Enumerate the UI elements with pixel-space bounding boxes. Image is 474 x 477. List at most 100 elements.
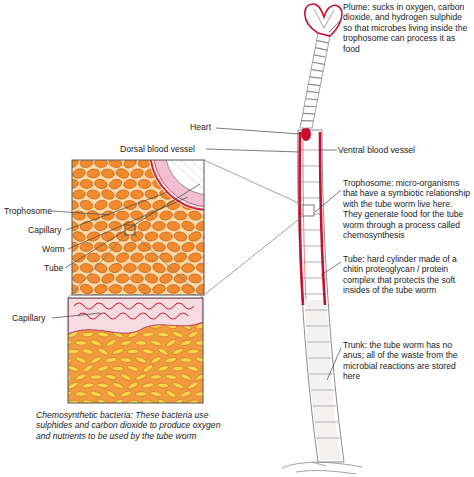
trophosome-cell	[100, 272, 115, 285]
bacterium	[165, 389, 177, 399]
bacterium	[127, 381, 139, 391]
bacterium	[142, 363, 154, 373]
plume-stripe	[308, 84, 320, 85]
tube-body	[298, 130, 344, 462]
trophosome-cell	[101, 210, 116, 222]
trophosome-cell	[87, 253, 100, 262]
part-label: Heart	[190, 122, 211, 132]
trophosome-cell	[108, 160, 123, 169]
bacterium	[180, 390, 192, 398]
zoom-line	[204, 160, 303, 295]
trophosome-cell	[100, 188, 115, 201]
bacterium	[127, 400, 139, 403]
inset-frame	[72, 160, 204, 295]
trophosome-cell	[152, 283, 166, 294]
seafloor	[282, 462, 362, 474]
bacterium	[97, 365, 109, 372]
trophosome-cell	[187, 230, 202, 243]
trophosome-cell	[137, 282, 152, 295]
bacterium	[157, 332, 169, 338]
segment-line	[314, 422, 338, 423]
bacteria-tissue	[68, 298, 203, 403]
bacterium	[187, 349, 199, 355]
trophosome-cell	[72, 220, 79, 232]
plume-stalk	[300, 33, 330, 128]
trophosome-cell	[195, 262, 204, 273]
segment-line	[303, 278, 325, 279]
leader-line	[327, 348, 341, 380]
part-label: Dorsal blood vessel	[120, 144, 195, 154]
trophosome-cell	[130, 190, 143, 199]
capillary-squiggle	[74, 303, 194, 319]
trophosome-cell	[195, 220, 204, 232]
bacterium	[157, 398, 169, 403]
bacterium	[112, 398, 124, 403]
bacterium	[157, 365, 169, 373]
trophosome-cell	[80, 179, 93, 188]
worm-wall	[153, 160, 204, 207]
plume-stripe	[304, 105, 316, 107]
trophosome-cell	[152, 221, 166, 231]
plume-stripe	[310, 77, 322, 79]
trophosome-cell	[72, 263, 79, 273]
trophosome-cell	[87, 169, 101, 179]
trophosome-cell	[173, 231, 188, 243]
zoom-line	[68, 235, 203, 298]
plume-stripe	[306, 98, 318, 100]
callout-text: Chemosynthetic bacteria: These bacteria …	[36, 410, 221, 441]
bacterium	[135, 341, 147, 346]
bacterium	[165, 357, 177, 364]
bacterium	[187, 399, 199, 403]
bacterium	[82, 348, 94, 355]
trophosome-cell	[167, 285, 180, 294]
bacterium	[180, 372, 192, 381]
trophosome-cell	[174, 211, 187, 220]
bacterium	[105, 357, 117, 363]
bacterium	[150, 355, 162, 364]
trophosome-cell	[115, 189, 130, 201]
callout-text: Trophosome: micro-organisms that have a …	[343, 178, 473, 240]
trunk	[305, 300, 341, 460]
bacterium	[142, 382, 154, 389]
bacterium	[142, 348, 154, 355]
trophosome-cell	[94, 283, 109, 295]
trophosome-cell	[94, 221, 108, 231]
plume-stripe	[317, 40, 329, 43]
trophosome-cell	[180, 220, 195, 233]
trophosome-cell	[80, 242, 94, 252]
trophosome-cell	[182, 263, 195, 272]
trophosome-cell	[93, 262, 108, 275]
leader-line	[52, 211, 110, 215]
bacterium	[105, 338, 117, 348]
bacterium	[180, 357, 192, 362]
leader-line	[329, 20, 341, 32]
bacterium	[127, 349, 139, 354]
trophosome-cell	[115, 167, 130, 180]
trophosome-cell	[86, 189, 100, 200]
bacterium	[195, 356, 203, 364]
trophosome-cell	[72, 252, 86, 263]
trophosome-cell	[72, 274, 85, 283]
leader-line	[216, 128, 300, 134]
segment-line	[299, 166, 321, 167]
bacterium	[90, 374, 102, 379]
trophosome-cell	[188, 210, 203, 222]
plume-stripe	[315, 48, 327, 51]
trophosome-cell	[159, 232, 172, 241]
part-label: Ventral blood vessel	[338, 145, 415, 155]
bacterium	[165, 338, 177, 348]
callout-text: Tube: hard cylinder made of a chitin pro…	[343, 254, 473, 296]
trophosome-cell	[95, 160, 108, 168]
bacterium	[68, 381, 79, 390]
bacterium	[97, 331, 109, 337]
trophosome-cell	[130, 274, 143, 284]
trophosome-cell	[79, 160, 93, 169]
ventral-blood-vessel	[320, 132, 325, 305]
bacterium	[180, 339, 192, 347]
bacterium	[112, 381, 124, 390]
bacterium	[187, 381, 199, 391]
trophosome-cell	[72, 160, 80, 170]
trophosome-cell	[116, 211, 129, 220]
bacterium	[165, 374, 177, 380]
